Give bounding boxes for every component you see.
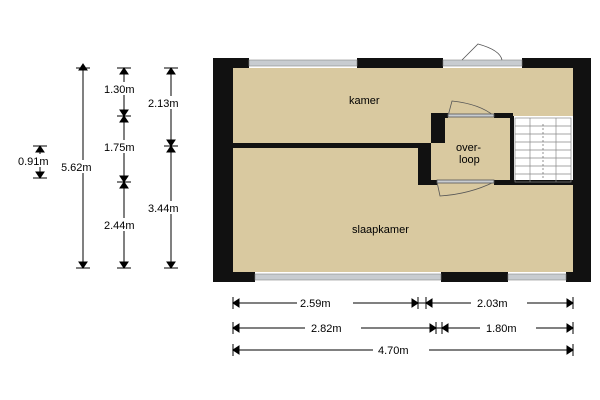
wall-bottom-1 (213, 272, 255, 282)
wall-left (213, 58, 233, 282)
dim-arrow (232, 345, 240, 355)
dim-arrow (566, 323, 574, 333)
wall-overloop-bottom-right (494, 180, 573, 185)
wall-overloop-left-top (431, 116, 445, 143)
dim-arrow (429, 323, 437, 333)
dim-label-091: 0.91m (18, 156, 49, 168)
floor-kamer-right (431, 68, 573, 116)
window-bottom-2 (507, 273, 567, 281)
doors (436, 43, 503, 197)
room-labels: kamer over- loop slaapkamer (349, 95, 481, 236)
dim-arrow (411, 298, 419, 308)
wall-top-2 (357, 58, 443, 68)
dim-arrow (78, 261, 88, 269)
staircase (514, 117, 572, 183)
window-bottom-1 (254, 273, 442, 281)
dim-label-244: 2.44m (104, 220, 135, 232)
room-label-slaapkamer: slaapkamer (352, 224, 409, 236)
dim-arrow (232, 323, 240, 333)
windows (248, 59, 567, 281)
dim-arrow (566, 298, 574, 308)
window-top-1 (248, 59, 358, 67)
wall-stairs-left (510, 116, 514, 184)
dim-arrow (35, 145, 45, 153)
dim-arrow (78, 63, 88, 71)
dim-arrow (425, 298, 433, 308)
dim-label-130: 1.30m (104, 84, 135, 96)
outer-walls (213, 58, 591, 282)
door-top-swing (461, 43, 503, 61)
dim-arrow (166, 139, 176, 147)
horizontal-dimension-labels: 2.59m 2.03m 2.82m 1.80m 4.70m (297, 296, 536, 357)
wall-top-3 (522, 58, 591, 68)
dim-label-259: 2.59m (300, 298, 331, 310)
dim-arrow (119, 67, 129, 75)
wall-bottom-3 (566, 272, 591, 282)
window-top-2 (442, 59, 523, 67)
dim-label-175: 1.75m (104, 142, 135, 154)
vertical-dimension-labels: 1.30m 1.75m 2.44m 2.13m 3.44m 5.62m 0.91… (16, 82, 196, 232)
door-overloop-bottom (436, 181, 495, 197)
dim-label-213: 2.13m (148, 98, 179, 110)
room-label-kamer: kamer (349, 95, 380, 107)
door-overloop-top-leaf (447, 113, 495, 118)
interior-walls (233, 113, 573, 185)
room-label-overloop-1: over- (456, 142, 481, 154)
wall-bottom-2 (441, 272, 508, 282)
wall-overloop-left-bottom (418, 143, 431, 184)
dim-arrow (166, 261, 176, 269)
floor-kamer (233, 68, 431, 146)
dim-arrow (119, 261, 129, 269)
dim-arrow (441, 323, 449, 333)
dim-arrow (566, 345, 574, 355)
door-overloop-bottom-leaf (436, 179, 495, 184)
wall-kamer-bottom (233, 143, 431, 148)
wall-top-1 (213, 58, 249, 68)
dim-arrow (119, 109, 129, 117)
room-label-overloop-2: loop (459, 154, 480, 166)
dim-label-562: 5.62m (61, 162, 92, 174)
dim-arrow (119, 175, 129, 183)
dim-arrow (166, 67, 176, 75)
wall-right (573, 58, 591, 282)
dim-arrow (166, 145, 176, 153)
dim-label-470: 4.70m (378, 345, 409, 357)
floor-areas (233, 68, 573, 272)
wall-overloop-top (431, 113, 448, 118)
wall-overloop-bottom-left (418, 180, 437, 185)
dim-label-203: 2.03m (477, 298, 508, 310)
dim-arrow (119, 181, 129, 189)
dim-label-344: 3.44m (148, 203, 179, 215)
dim-arrow (35, 171, 45, 179)
vertical-dimensions (33, 63, 178, 269)
dim-arrow (119, 115, 129, 123)
dim-label-282: 2.82m (311, 323, 342, 335)
dim-arrow (232, 298, 240, 308)
wall-overloop-top-right (494, 113, 513, 118)
dim-label-180: 1.80m (486, 323, 517, 335)
